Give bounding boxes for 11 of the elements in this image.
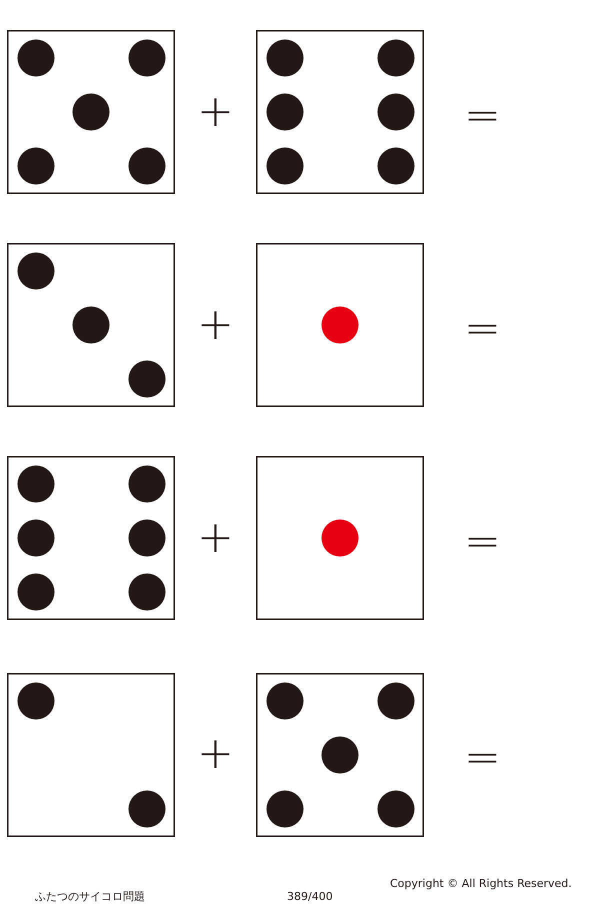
worksheet-title: ふたつのサイコロ問題 [35,890,145,903]
plus-sign: + [197,90,234,134]
page-number: 389/400 [287,890,333,903]
equals-sign: = [464,736,501,780]
copyright-notice: Copyright © All Rights Reserved. [390,877,572,890]
equals-sign: = [464,307,501,351]
equals-sign: = [464,520,501,564]
plus-sign: + [197,303,234,347]
plus-sign: + [197,732,234,776]
equals-sign: = [464,94,501,138]
plus-sign: + [197,516,234,560]
